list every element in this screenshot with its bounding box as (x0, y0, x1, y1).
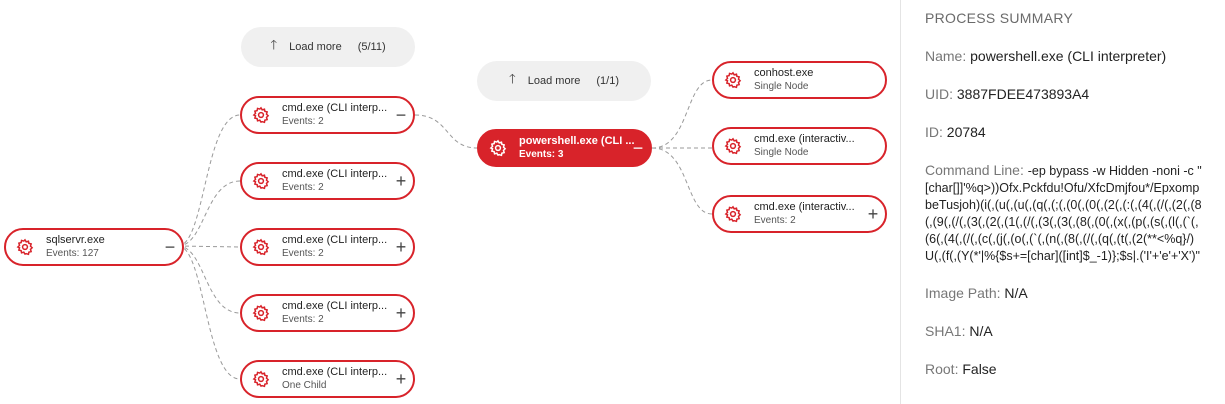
field-label: SHA1: (925, 323, 966, 339)
process-node-child[interactable]: cmd.exe (CLI interp... Events: 2 + (240, 162, 415, 200)
process-node-selected[interactable]: powershell.exe (CLI ... Events: 3 − (477, 129, 652, 167)
field-label: ID: (925, 124, 943, 140)
process-node-child[interactable]: cmd.exe (CLI interp... Events: 2 + (240, 228, 415, 266)
node-name: sqlservr.exe (46, 234, 105, 246)
load-more-button-children[interactable]: 🡑 Load more (5/11) (241, 27, 415, 67)
process-graph-canvas[interactable]: 🡑 Load more (5/11) 🡑 Load more (1/1) sql… (0, 0, 900, 404)
node-events: Single Node (754, 81, 809, 92)
field-uid: UID: 3887FDEE473893A4 (925, 86, 1203, 103)
field-sha1: SHA1: N/A (925, 323, 1203, 340)
field-root: Root: False (925, 361, 1203, 378)
field-value: N/A (1004, 285, 1028, 301)
field-id: ID: 20784 (925, 124, 1203, 141)
node-name: conhost.exe (754, 67, 814, 79)
expand-icon[interactable]: + (395, 237, 407, 257)
process-node-grandchild[interactable]: conhost.exe Single Node (712, 61, 887, 99)
load-more-label: Load more (527, 75, 581, 87)
panel-heading: PROCESS SUMMARY (925, 10, 1074, 26)
gear-icon (487, 137, 509, 159)
gear-icon (14, 236, 36, 258)
field-label: Root: (925, 361, 959, 377)
gear-icon (250, 368, 272, 390)
node-name: cmd.exe (CLI interp... (282, 168, 388, 180)
load-more-button-grandchildren[interactable]: 🡑 Load more (1/1) (477, 61, 651, 101)
field-label: Name: (925, 48, 967, 64)
node-events: Events: 3 (519, 149, 564, 160)
expand-icon[interactable]: + (395, 369, 407, 389)
node-events: Events: 2 (282, 116, 324, 127)
field-value: False (962, 361, 997, 377)
gear-icon (722, 69, 744, 91)
node-events: Events: 2 (282, 182, 324, 193)
field-value: 3887FDEE473893A4 (956, 86, 1090, 102)
load-more-count: (5/11) (357, 41, 386, 53)
field-value: powershell.exe (CLI interpreter) (970, 48, 1167, 64)
expand-icon[interactable]: + (867, 204, 879, 224)
arrow-up-icon: 🡑 (509, 71, 516, 86)
field-label: Command Line: (925, 162, 1024, 178)
node-name: cmd.exe (CLI interp... (282, 366, 388, 378)
process-node-child[interactable]: cmd.exe (CLI interp... Events: 2 + (240, 294, 415, 332)
field-value: -ep bypass -w Hidden -noni -c "[char[]]'… (925, 164, 1202, 263)
gear-icon (250, 170, 272, 192)
node-name: powershell.exe (CLI ... (519, 135, 635, 147)
node-events: Single Node (754, 147, 809, 158)
field-image-path: Image Path: N/A (925, 285, 1203, 302)
node-name: cmd.exe (CLI interp... (282, 300, 388, 312)
field-name: Name: powershell.exe (CLI interpreter) (925, 48, 1203, 65)
field-value: 20784 (946, 124, 986, 140)
field-command-line: Command Line: -ep bypass -w Hidden -noni… (925, 162, 1203, 264)
graph-edges (177, 79, 713, 380)
node-events: Events: 127 (46, 248, 99, 259)
process-node-grandchild[interactable]: cmd.exe (interactiv... Events: 2 + (712, 195, 887, 233)
gear-icon (250, 302, 272, 324)
node-name: cmd.exe (CLI interp... (282, 234, 388, 246)
collapse-icon[interactable]: − (164, 237, 176, 257)
node-events: Events: 2 (754, 215, 796, 226)
collapse-icon[interactable]: − (395, 105, 407, 125)
gear-icon (250, 104, 272, 126)
arrow-up-icon: 🡑 (270, 37, 278, 52)
node-events: Events: 2 (282, 314, 324, 325)
expand-icon[interactable]: + (395, 171, 407, 191)
process-node-grandchild[interactable]: cmd.exe (interactiv... Single Node (712, 127, 887, 165)
node-name: cmd.exe (interactiv... (754, 133, 855, 145)
process-summary-panel: PROCESS SUMMARY Name: powershell.exe (CL… (900, 0, 1225, 404)
gear-icon (722, 203, 744, 225)
process-node-child[interactable]: cmd.exe (CLI interp... Events: 2 − (240, 96, 415, 134)
node-events: Events: 2 (282, 248, 324, 259)
node-name: cmd.exe (CLI interp... (282, 102, 388, 114)
node-name: cmd.exe (interactiv... (754, 201, 855, 213)
gear-icon (250, 236, 272, 258)
field-label: Image Path: (925, 285, 1001, 301)
gear-icon (722, 135, 744, 157)
process-node-root[interactable]: sqlservr.exe Events: 127 − (4, 228, 184, 266)
collapse-icon[interactable]: − (632, 138, 644, 158)
process-node-child[interactable]: cmd.exe (CLI interp... One Child + (240, 360, 415, 398)
field-value: N/A (969, 323, 993, 339)
load-more-label: Load more (289, 41, 342, 53)
load-more-count: (1/1) (596, 75, 619, 87)
node-events: One Child (282, 380, 327, 391)
expand-icon[interactable]: + (395, 303, 407, 323)
field-label: UID: (925, 86, 953, 102)
